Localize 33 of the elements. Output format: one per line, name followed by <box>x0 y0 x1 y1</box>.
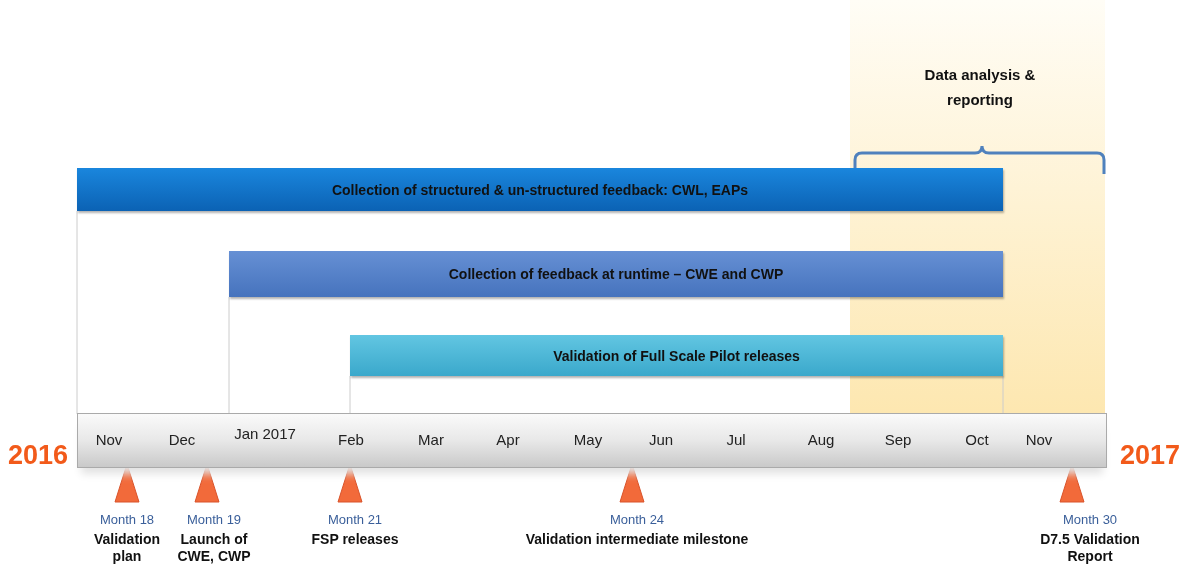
year-label: 2016 <box>8 440 69 471</box>
month-label: May <box>572 430 604 450</box>
milestone-month: Month 19 <box>185 512 243 527</box>
band-heading: Data analysis & reporting <box>923 65 1037 110</box>
month-label: Nov <box>94 430 124 450</box>
task-bar <box>77 168 1003 211</box>
month-label: Jul <box>725 430 747 450</box>
bar-label: Validation of Full Scale Pilot releases <box>553 347 800 364</box>
milestone-description: Validation plan <box>92 531 162 565</box>
month-label: Feb <box>337 430 365 450</box>
month-label: Apr <box>495 430 521 450</box>
month-label: Mar <box>417 430 445 450</box>
bar-label: Collection of structured & un-structured feedback: CWL, EAPs <box>331 181 749 198</box>
milestone-month: Month 30 <box>1061 512 1119 527</box>
milestone-month: Month 18 <box>98 512 156 527</box>
task-bar <box>350 335 1003 376</box>
milestone-month: Month 21 <box>326 512 384 527</box>
year-label: 2017 <box>1120 440 1181 471</box>
milestone-description: Launch of CWE, CWP <box>176 531 252 565</box>
month-label: Nov <box>1024 430 1054 450</box>
month-label: Sep <box>883 430 913 450</box>
month-label: Dec <box>167 430 197 450</box>
month-label: Aug <box>806 430 836 450</box>
timeline-bar <box>77 413 1107 468</box>
milestone-description: Validation intermediate milestone <box>524 531 750 548</box>
milestone-description: FSP releases <box>310 531 400 548</box>
month-label: Oct <box>964 430 990 450</box>
month-label: Jan 2017 <box>233 424 297 444</box>
task-bar <box>229 251 1003 297</box>
milestone-month: Month 24 <box>608 512 666 527</box>
bar-label: Collection of feedback at runtime – CWE and CWP <box>448 266 784 282</box>
milestone-description: D7.5 Validation Report <box>1039 531 1141 565</box>
month-label: Jun <box>647 430 675 450</box>
